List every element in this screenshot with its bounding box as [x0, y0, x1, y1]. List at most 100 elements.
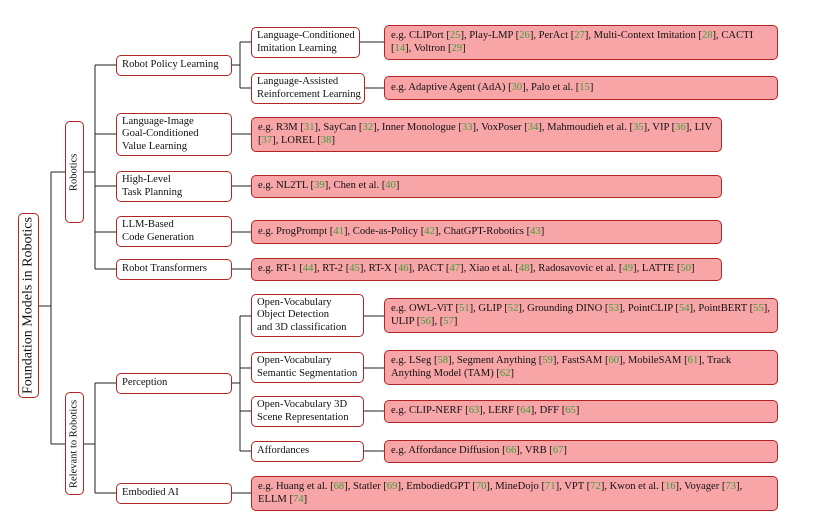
citation-number: 52 [507, 303, 519, 314]
leaf-text: e.g. Huang et al. [68], Statler [69], Em… [258, 481, 743, 505]
node-label: Embodied AI [122, 487, 179, 499]
node-label: Open-Vocabulary Object Detection and 3D … [257, 297, 346, 335]
leaf-language-image-goal: e.g. R3M [31], SayCan [32], Inner Monolo… [251, 117, 722, 152]
leaf-text: e.g. LSeg [58], Segment Anything [59], F… [391, 355, 732, 379]
node-language-assisted-rl: Language-Assisted Reinforcement Learning [251, 73, 365, 104]
node-label: Language-Conditioned Imitation Learning [257, 30, 355, 55]
node-line: Language-Assisted [257, 76, 339, 87]
citation-number: 44 [302, 263, 314, 275]
citation-number: 70 [475, 481, 487, 492]
node-label: Perception [122, 377, 168, 389]
node-line: Object Detection [257, 309, 330, 321]
leaf-robot-transformers: e.g. RT-1 [44], RT-2 [45], RT-X [46], PA… [251, 258, 722, 281]
citation-number: 71 [544, 481, 556, 492]
citation-number: 53 [608, 303, 619, 314]
citation-number: 61 [687, 355, 699, 366]
node-robot-policy-learning: Robot Policy Learning [116, 55, 232, 76]
citation-number: 55 [753, 303, 764, 314]
citation-number: 26 [519, 30, 530, 41]
node-label: Open-Vocabulary 3D Scene Representation [257, 399, 349, 424]
node-label: Language-Assisted Reinforcement Learning [257, 76, 361, 101]
citation-number: 49 [622, 263, 634, 275]
citation-number: 73 [725, 481, 737, 492]
node-line: Semantic Segmentation [257, 367, 358, 379]
citation-number: 34 [527, 122, 539, 133]
node-ov-object-detection: Open-Vocabulary Object Detection and 3D … [251, 294, 364, 337]
leaf-llm-code-generation: e.g. ProgPrompt [41], Code-as-Policy [42… [251, 220, 722, 244]
leaf-language-conditioned-imitation: e.g. CLIPort [25], Play-LMP [26], PerAct… [384, 25, 778, 60]
citation-number: 29 [451, 42, 463, 54]
citation-number: 48 [518, 263, 530, 275]
citation-number: 57 [443, 315, 454, 327]
root-label: Foundation Models in Robotics [20, 217, 36, 394]
citation-number: 25 [449, 30, 461, 41]
citation-number: 65 [565, 405, 576, 417]
node-line: and 3D classification [257, 321, 347, 333]
node-line: Goal-Conditioned [122, 128, 199, 140]
citation-number: 39 [314, 180, 325, 192]
node-line: Open-Vocabulary [257, 355, 332, 366]
leaf-ov-3d-scene: e.g. CLIP-NERF [63], LERF [64], DFF [65] [384, 400, 778, 423]
node-embodied-ai: Embodied AI [116, 483, 232, 504]
citation-number: 31 [303, 122, 315, 133]
node-language-conditioned-imitation: Language-Conditioned Imitation Learning [251, 27, 360, 58]
leaf-embodied-ai: e.g. Huang et al. [68], Statler [69], Em… [251, 476, 778, 511]
leaf-text: e.g. NL2TL [39], Chen et al. [40] [258, 180, 400, 192]
citation-number: 33 [461, 122, 473, 133]
citation-number: 50 [680, 263, 692, 275]
citation-number: 68 [333, 481, 345, 492]
citation-number: 16 [664, 481, 676, 492]
branch-relevant: Relevant to Robotics [65, 392, 84, 495]
leaf-language-assisted-rl: e.g. Adaptive Agent (AdA) [30], Palo et … [384, 76, 778, 100]
citation-number: 54 [678, 303, 690, 314]
citation-number: 69 [386, 481, 398, 492]
node-line: Imitation Learning [257, 42, 337, 54]
citation-number: 66 [505, 445, 517, 457]
node-line: Reinforcement Learning [257, 88, 361, 100]
branch-relevant-label: Relevant to Robotics [68, 399, 80, 488]
citation-number: 41 [333, 225, 344, 237]
citation-number: 30 [511, 81, 523, 93]
node-llm-code-generation: LLM-Based Code Generation [116, 216, 232, 247]
node-label: Open-Vocabulary Semantic Segmentation [257, 355, 357, 380]
citation-number: 60 [608, 355, 620, 366]
citation-number: 62 [499, 367, 511, 379]
leaf-high-level-task-planning: e.g. NL2TL [39], Chen et al. [40] [251, 175, 722, 198]
citation-number: 36 [675, 122, 686, 133]
node-ov-3d-scene: Open-Vocabulary 3D Scene Representation [251, 396, 364, 427]
node-line: Task Planning [122, 186, 183, 198]
citation-number: 72 [590, 481, 601, 492]
leaf-text: e.g. Affordance Diffusion [66], VRB [67] [391, 445, 567, 457]
node-line: Language-Image [122, 115, 194, 127]
node-label: LLM-Based Code Generation [122, 219, 194, 244]
citation-number: 64 [520, 405, 531, 417]
citation-number: 35 [633, 122, 644, 133]
node-line: LLM-Based [122, 219, 174, 230]
node-line: High-Level [122, 174, 171, 185]
citation-number: 74 [293, 493, 304, 505]
branch-robotics-label: Robotics [68, 153, 80, 191]
leaf-ov-object-detection: e.g. OWL-ViT [51], GLIP [52], Grounding … [384, 298, 778, 333]
leaf-text: e.g. OWL-ViT [51], GLIP [52], Grounding … [391, 303, 770, 327]
node-affordances: Affordances [251, 441, 364, 462]
node-label: Language-Image Goal-Conditioned Value Le… [122, 116, 199, 154]
citation-number: 32 [362, 122, 374, 133]
citation-number: 43 [530, 225, 541, 237]
node-perception: Perception [116, 373, 232, 394]
leaf-text: e.g. R3M [31], SayCan [32], Inner Monolo… [258, 122, 713, 146]
leaf-text: e.g. ProgPrompt [41], Code-as-Policy [42… [258, 225, 545, 237]
node-label: High-Level Task Planning [122, 174, 182, 199]
node-label: Robot Transformers [122, 263, 208, 275]
citation-number: 40 [385, 180, 396, 192]
citation-number: 56 [420, 315, 431, 327]
citation-number: 46 [397, 263, 409, 275]
citation-number: 28 [701, 30, 713, 41]
citation-number: 38 [320, 134, 332, 146]
node-label: Robot Policy Learning [122, 59, 219, 71]
node-line: Scene Representation [257, 411, 349, 423]
citation-number: 63 [468, 405, 480, 417]
node-line: Open-Vocabulary 3D [257, 399, 348, 410]
citation-number: 37 [261, 134, 273, 146]
node-line: Code Generation [122, 231, 195, 243]
